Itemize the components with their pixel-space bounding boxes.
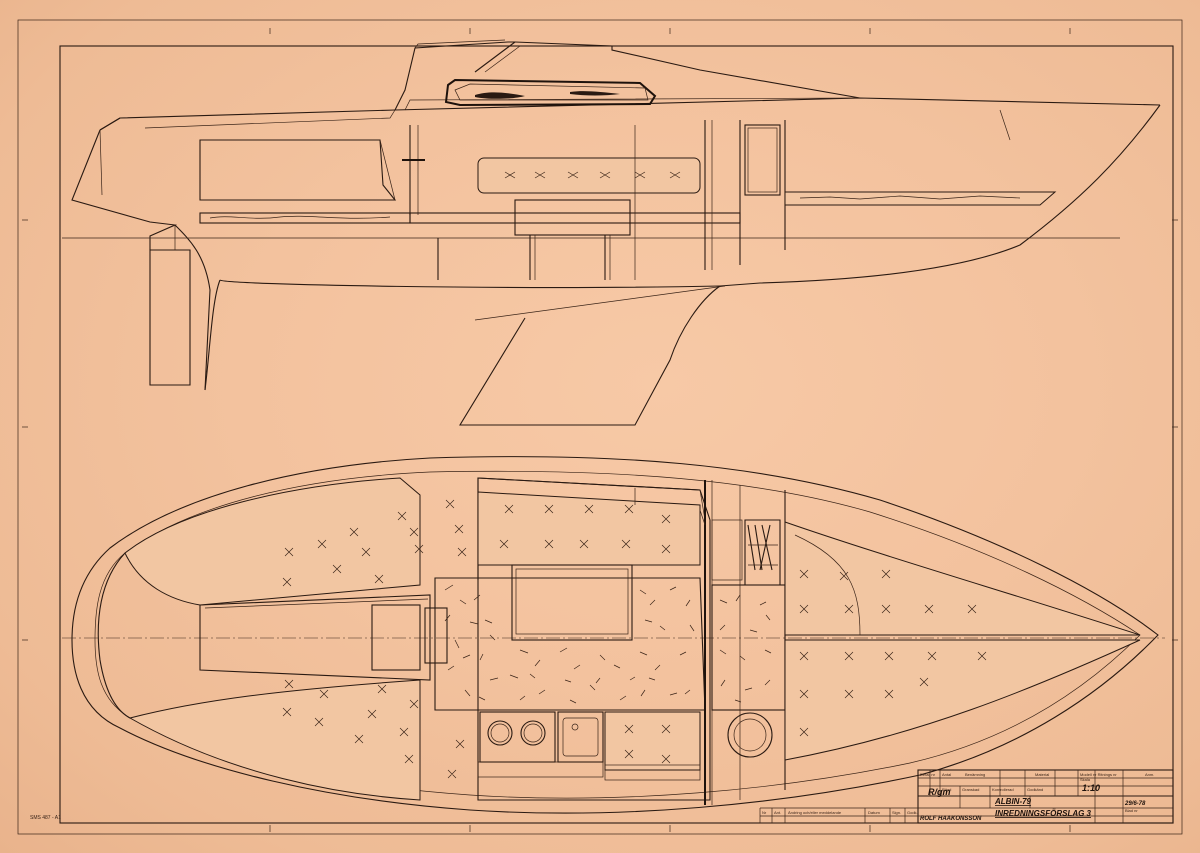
tb-initials: R/gm [928, 787, 951, 797]
tb-rev-col-approved: Godk. [907, 810, 918, 815]
tb-project: ALBIN-79 [994, 797, 1032, 806]
tb-col-model-no: Modell nr Ritnings nr [1080, 772, 1117, 777]
side-profile-view [62, 39, 1161, 426]
tb-rev-col-no: Nr [762, 810, 767, 815]
border-ticks [22, 28, 1178, 832]
tb-controlled-label: Kontrollerad [992, 787, 1014, 792]
tb-rev-col-qty: Ant. [774, 810, 781, 815]
tb-rev-col-sign: Sign. [892, 810, 901, 815]
tb-rev-col-date: Datum [868, 810, 880, 815]
plan-cushion-marks [282, 499, 987, 779]
tb-drawn-by-label: Ritad [942, 787, 951, 792]
tb-approved-label: Godkänd [1027, 787, 1043, 792]
sheet-border [17, 19, 1183, 835]
saloon-sole-hatching [444, 584, 772, 704]
sheet-code: SMS 487 - A1 [30, 815, 61, 821]
tb-scale-label: Skala [1080, 777, 1091, 782]
sheet-code-note: SMS 487 - A1 [30, 815, 61, 821]
tb-date: 29/6-78 [1124, 801, 1146, 807]
tb-checked-label: Granskad [962, 787, 979, 792]
plan-view [62, 456, 1165, 814]
tb-col-remarks: Anm. [1145, 772, 1154, 777]
title-block: Detalj nr Antal Benämning Material Model… [759, 769, 1174, 824]
tb-col-description: Benämning [965, 772, 985, 777]
tb-rev-col-change: Ändring och/eller meddelande [788, 810, 842, 815]
tb-sheet-no-label: Blad nr [1125, 808, 1138, 813]
tb-designer: ROLF HAAKONSSON [920, 816, 982, 822]
tb-col-quantity: Antal [942, 772, 951, 777]
side-cushion-marks [504, 171, 681, 179]
tb-drawing-title: INREDNINGSFÖRSLAG 3 [995, 809, 1092, 818]
tb-scale: 1:10 [1082, 783, 1100, 793]
tb-col-material: Material [1035, 772, 1049, 777]
tb-col-detail-no: Detalj nr [920, 772, 936, 777]
